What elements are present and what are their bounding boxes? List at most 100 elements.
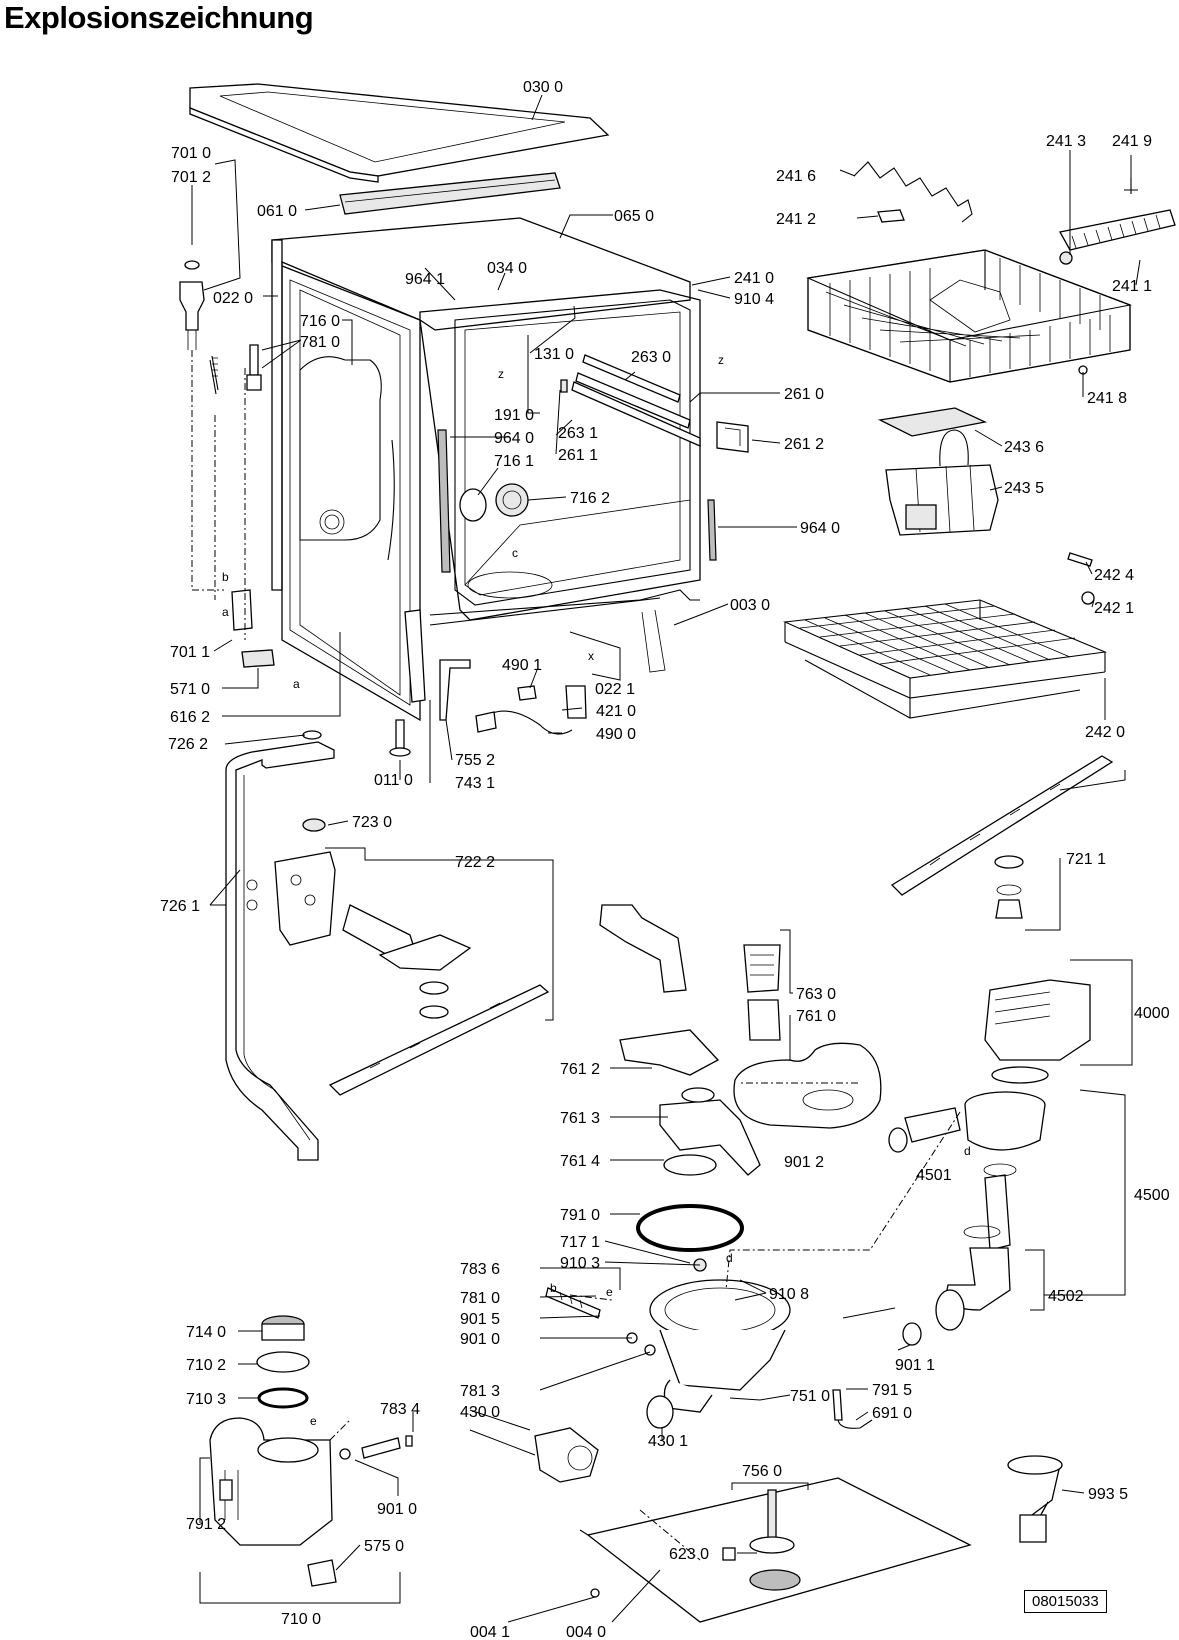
part-label: 901 1 <box>895 1357 935 1374</box>
page-title: Explosionszeichnung <box>4 0 314 35</box>
part-label: 726 2 <box>168 736 208 753</box>
part-label: 710 0 <box>281 1611 321 1628</box>
part-label: 791 0 <box>560 1207 600 1224</box>
part-label: 756 0 <box>742 1463 782 1480</box>
seal-strip-right-part <box>707 499 717 561</box>
part-label: 755 2 <box>455 752 495 769</box>
part-label: 004 0 <box>566 1624 606 1640</box>
basket-cover-part <box>877 407 988 437</box>
letter-mark: e <box>310 1414 317 1428</box>
base-plate-part <box>579 1477 972 1623</box>
part-label: 003 0 <box>730 597 770 614</box>
part-label: 964 1 <box>405 271 445 288</box>
spray-arm-holder-part <box>619 1029 720 1076</box>
letter-mark: d <box>726 1251 733 1265</box>
seal-strip-left-part <box>437 429 451 573</box>
part-label: 763 0 <box>796 986 836 1003</box>
cabinet-frame-part <box>271 217 691 722</box>
part-label: 4000 <box>1134 1005 1170 1022</box>
letter-mark: b <box>222 570 229 584</box>
letter-mark: c <box>512 546 518 560</box>
part-label: 751 0 <box>790 1388 830 1405</box>
part-label: 993 5 <box>1088 1486 1128 1503</box>
part-label: 710 2 <box>186 1357 226 1374</box>
part-label: 701 1 <box>170 644 210 661</box>
part-label: 191 0 <box>494 407 534 424</box>
part-label: 761 0 <box>796 1008 836 1025</box>
part-label: 4500 <box>1134 1187 1170 1204</box>
part-label: 011 0 <box>374 772 413 789</box>
part-label: 4501 <box>916 1167 952 1184</box>
part-label: 022 1 <box>595 681 635 698</box>
part-label: 783 4 <box>380 1401 420 1418</box>
sump-pump-assembly-part <box>649 1258 791 1413</box>
bypass-part <box>361 1437 401 1459</box>
part-label: 781 0 <box>300 334 340 351</box>
part-label: 261 1 <box>558 447 598 464</box>
part-label: 261 0 <box>784 386 824 403</box>
part-label: 714 0 <box>186 1324 226 1341</box>
circulation-pump-part <box>984 979 1091 1084</box>
part-label: 263 0 <box>631 349 671 366</box>
part-label: 743 1 <box>455 775 495 792</box>
filter-parts <box>599 904 882 1129</box>
assembly-paths <box>191 350 961 1561</box>
cutlery-basket-part <box>885 429 999 536</box>
part-label: 430 1 <box>648 1433 688 1450</box>
part-label: 241 0 <box>734 270 774 287</box>
part-label: 263 1 <box>558 425 598 442</box>
part-label: 901 0 <box>377 1501 417 1518</box>
bracket-part <box>439 659 471 721</box>
part-label: 623 0 <box>669 1546 709 1563</box>
electrical-parts <box>475 685 587 735</box>
part-label: 716 0 <box>300 313 340 330</box>
knob-part <box>1059 251 1073 265</box>
part-label: 910 3 <box>560 1255 600 1272</box>
upper-spray-arm-part <box>890 755 1114 919</box>
part-label: 241 1 <box>1112 278 1152 295</box>
sump-seal-ring-part <box>636 1204 744 1252</box>
inlet-valve-parts <box>179 260 262 395</box>
part-label: 964 0 <box>494 430 534 447</box>
leader-lines <box>191 94 1141 1623</box>
part-label: 726 1 <box>160 898 200 915</box>
part-label: 490 0 <box>596 726 636 743</box>
part-label: 241 3 <box>1046 133 1086 150</box>
part-label: 710 3 <box>186 1391 226 1408</box>
gasket-part <box>663 1154 717 1176</box>
part-label: 241 8 <box>1087 390 1127 407</box>
lower-spray-arm-assembly-part <box>274 851 550 1096</box>
filter-housing-part <box>659 1087 761 1176</box>
part-label: 242 4 <box>1094 567 1134 584</box>
part-label: 964 0 <box>800 520 840 537</box>
upper-basket-part <box>806 249 1133 383</box>
letter-mark: b <box>550 1281 557 1295</box>
part-label: 131 0 <box>534 346 574 363</box>
part-label: 691 0 <box>872 1405 912 1422</box>
part-label: 901 2 <box>784 1154 824 1171</box>
part-label: 761 3 <box>560 1110 600 1127</box>
drain-pump-part <box>534 1427 599 1483</box>
part-label: 241 6 <box>776 168 816 185</box>
part-label: 616 2 <box>170 709 210 726</box>
letter-mark: d <box>964 1144 971 1158</box>
part-label: 022 0 <box>213 290 253 307</box>
pump-housing-part <box>888 1091 1046 1153</box>
part-label: 243 6 <box>1004 439 1044 456</box>
clip-part <box>877 209 905 223</box>
switch-part <box>241 649 275 668</box>
part-label: 910 4 <box>734 291 774 308</box>
part-label: 723 0 <box>352 814 392 831</box>
cup-rack-part <box>1058 209 1176 251</box>
part-label: 061 0 <box>257 203 297 220</box>
tub-part <box>404 289 701 703</box>
part-label: 721 1 <box>1066 851 1106 868</box>
nut-part <box>302 818 326 832</box>
part-label: 4502 <box>1048 1288 1084 1305</box>
part-label: 901 5 <box>460 1311 500 1328</box>
part-label: 030 0 <box>523 79 563 96</box>
part-label: 716 1 <box>494 453 534 470</box>
wheel-part <box>1081 591 1095 605</box>
worktop-part <box>189 83 610 183</box>
